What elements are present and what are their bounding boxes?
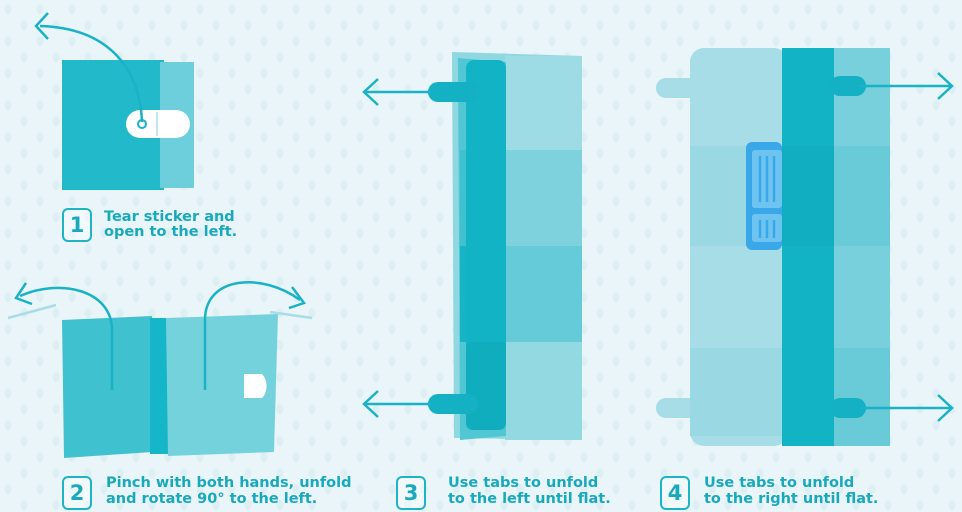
step2-right-arrowhead	[288, 286, 307, 310]
step4-bottom-tab[interactable]	[830, 398, 866, 418]
step4-right-row-4	[830, 348, 890, 446]
step3-illustration	[362, 52, 582, 440]
step3-row-2	[505, 150, 582, 246]
step3-bottom-tab[interactable]	[428, 394, 478, 414]
step4-illustration	[656, 48, 954, 446]
step3-top-arrowhead	[362, 78, 379, 106]
step1-number-badge: 1	[62, 208, 92, 242]
step2-cutout	[244, 374, 267, 398]
step1-arrowhead	[34, 12, 49, 40]
step2-left-arrow	[19, 286, 114, 390]
step4-top-arrowhead	[937, 72, 954, 100]
step1-text-line2: open to the left.	[104, 224, 238, 240]
step2-left-panel	[62, 316, 152, 458]
step4-center-spine-mid	[782, 146, 834, 246]
step4-number-badge: 4	[660, 476, 690, 510]
step2-number-badge: 2	[62, 476, 92, 510]
step4-left-row-4	[690, 348, 788, 436]
step3-row-3	[505, 246, 582, 342]
step1-open-arrow	[39, 24, 144, 123]
step3-spine-bottom	[466, 342, 506, 430]
step3-bottom-arrowhead	[362, 390, 379, 418]
step1-text-line1: Tear sticker and	[104, 209, 235, 225]
step2-left-arrowhead	[14, 282, 33, 306]
step3-number-badge: 3	[396, 476, 426, 510]
step2-text-line1: Pinch with both hands, unfold	[106, 475, 352, 491]
step1-illustration	[34, 12, 194, 190]
step4-text-line2: to the right until flat.	[704, 491, 879, 507]
step4-right-row-2	[830, 146, 890, 246]
step3-spine	[466, 60, 506, 430]
step2-right-arrow	[203, 281, 301, 390]
step4-top-tab[interactable]	[830, 76, 866, 96]
step4-text-line1: Use tabs to unfold	[704, 475, 855, 491]
step3-top-tab[interactable]	[428, 82, 478, 102]
step2-illustration	[7, 281, 313, 458]
step2-text-line2: and rotate 90° to the left.	[106, 491, 318, 507]
step2-left-ghost-arrow	[7, 303, 57, 320]
step3-row-4	[505, 342, 582, 440]
step3-text-line1: Use tabs to unfold	[448, 475, 599, 491]
step4-bottom-arrowhead	[937, 394, 954, 422]
step2-right-panel	[166, 314, 278, 456]
step4-center-spine	[782, 48, 834, 446]
step3-text-line2: to the left until flat.	[448, 491, 611, 507]
step2-right-ghost-arrow	[269, 310, 313, 320]
step2-center-strip	[150, 318, 168, 454]
step3-row-1	[505, 56, 582, 150]
